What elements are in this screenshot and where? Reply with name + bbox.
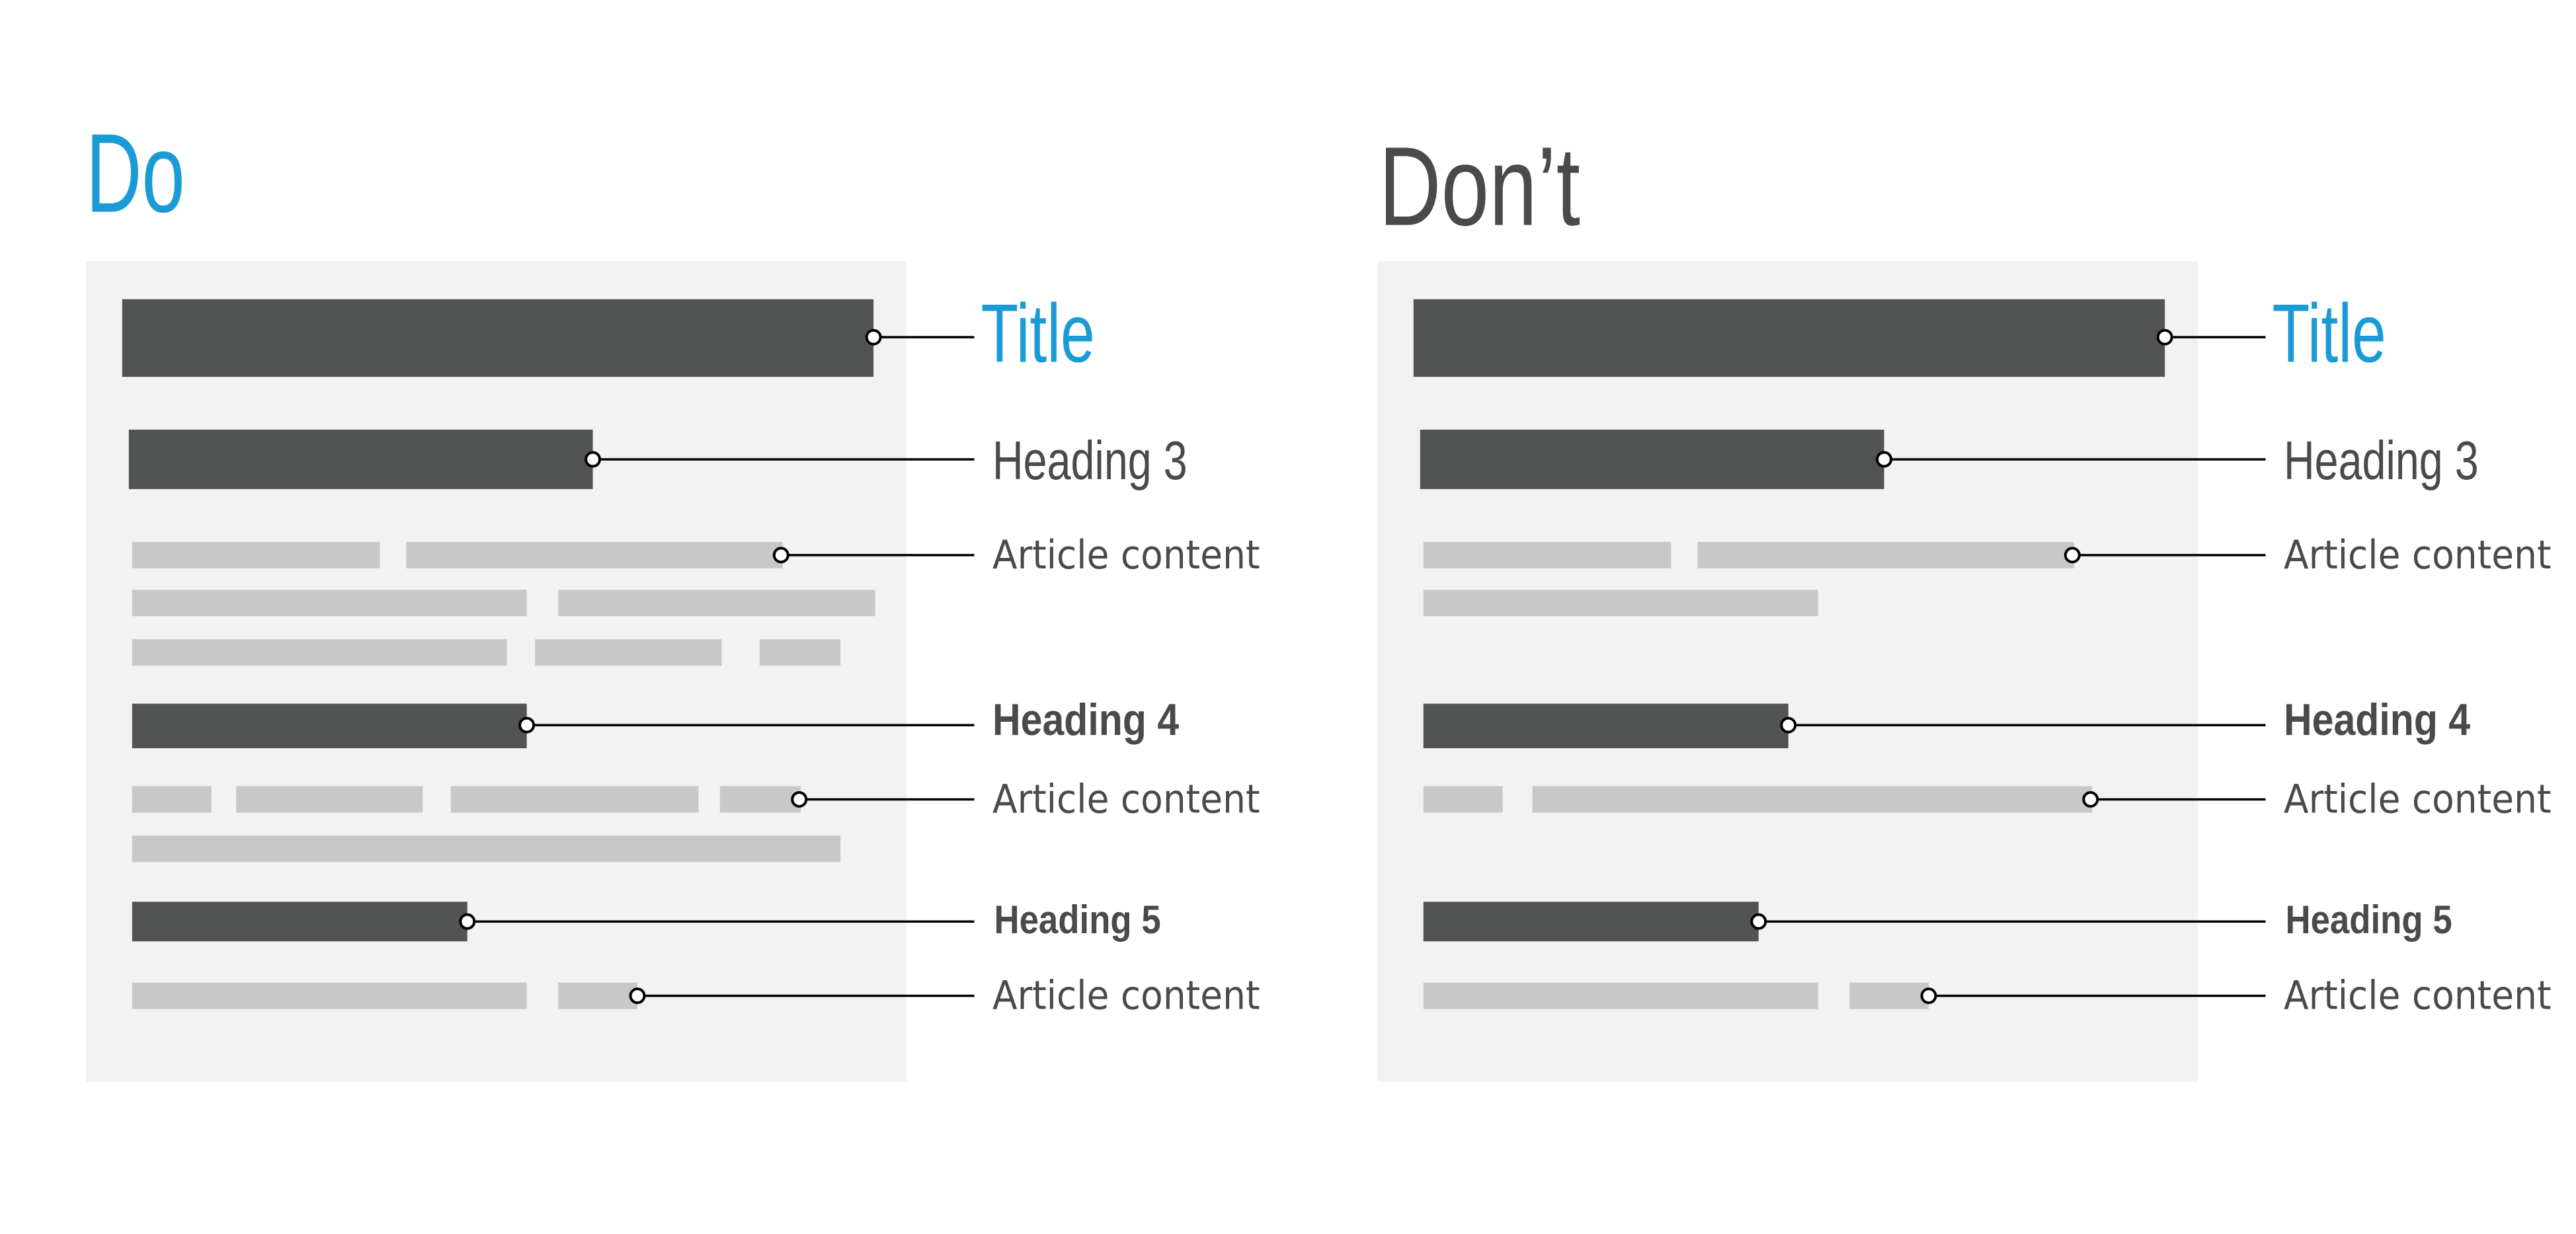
content3-dot bbox=[1920, 987, 1937, 1005]
content-line bbox=[1423, 541, 1671, 568]
title-label: Title bbox=[2272, 288, 2386, 380]
content2-label: Article content bbox=[2284, 776, 2552, 822]
mock-page bbox=[85, 261, 907, 1082]
content-line bbox=[132, 835, 841, 863]
panel-heading: Do bbox=[86, 110, 185, 235]
content-line bbox=[132, 541, 380, 568]
heading5-bar bbox=[132, 902, 467, 942]
heading5-label: Heading 5 bbox=[994, 898, 1160, 942]
heading5-label: Heading 5 bbox=[2285, 898, 2452, 942]
heading3-label: Heading 3 bbox=[992, 430, 1187, 491]
heading3-bar bbox=[128, 430, 593, 489]
title-bar bbox=[122, 299, 874, 377]
content3-label: Article content bbox=[992, 973, 1260, 1019]
content-line bbox=[1423, 786, 1503, 813]
heading3-dot bbox=[1876, 451, 1893, 468]
heading4-label: Heading 4 bbox=[992, 695, 1180, 745]
heading3-dot bbox=[584, 451, 602, 468]
content-line bbox=[132, 590, 527, 617]
content-line bbox=[406, 541, 783, 568]
content-line bbox=[1423, 590, 1818, 617]
content-line bbox=[535, 639, 722, 666]
heading4-dot bbox=[518, 716, 536, 734]
content2-dot bbox=[791, 791, 808, 808]
content-line bbox=[1849, 982, 1929, 1009]
heading3-bar bbox=[1420, 430, 1884, 489]
mock-page bbox=[1377, 261, 2198, 1082]
heading5-dot bbox=[459, 913, 476, 930]
content-line bbox=[558, 982, 638, 1009]
content-line bbox=[132, 786, 212, 813]
content1-label: Article content bbox=[992, 532, 1260, 578]
heading4-label: Heading 4 bbox=[2284, 695, 2471, 745]
content-line bbox=[719, 786, 801, 813]
content2-dot bbox=[2082, 791, 2099, 808]
heading4-bar bbox=[132, 703, 527, 749]
content-line bbox=[1697, 541, 2074, 568]
content-line bbox=[132, 982, 527, 1009]
content-line bbox=[759, 639, 841, 666]
heading4-dot bbox=[1780, 716, 1797, 734]
content-line bbox=[1423, 982, 1818, 1009]
heading5-bar bbox=[1423, 902, 1759, 942]
title-dot bbox=[865, 328, 882, 346]
content-line bbox=[132, 639, 507, 666]
content1-dot bbox=[2064, 547, 2081, 564]
content-line bbox=[236, 786, 423, 813]
content-line bbox=[1532, 786, 2093, 813]
content1-label: Article content bbox=[2284, 532, 2552, 578]
title-dot bbox=[2156, 328, 2173, 346]
content-line bbox=[450, 786, 699, 813]
content2-label: Article content bbox=[992, 776, 1260, 822]
title-label: Title bbox=[981, 288, 1094, 380]
heading3-label: Heading 3 bbox=[2284, 430, 2479, 491]
content1-dot bbox=[772, 547, 789, 564]
content3-label: Article content bbox=[2284, 973, 2552, 1019]
content3-dot bbox=[629, 987, 646, 1005]
heading5-dot bbox=[1750, 913, 1767, 930]
content-line bbox=[558, 590, 875, 617]
title-bar bbox=[1413, 299, 2165, 377]
heading4-bar bbox=[1423, 703, 1789, 749]
panel-heading: Don’t bbox=[1379, 123, 1580, 249]
